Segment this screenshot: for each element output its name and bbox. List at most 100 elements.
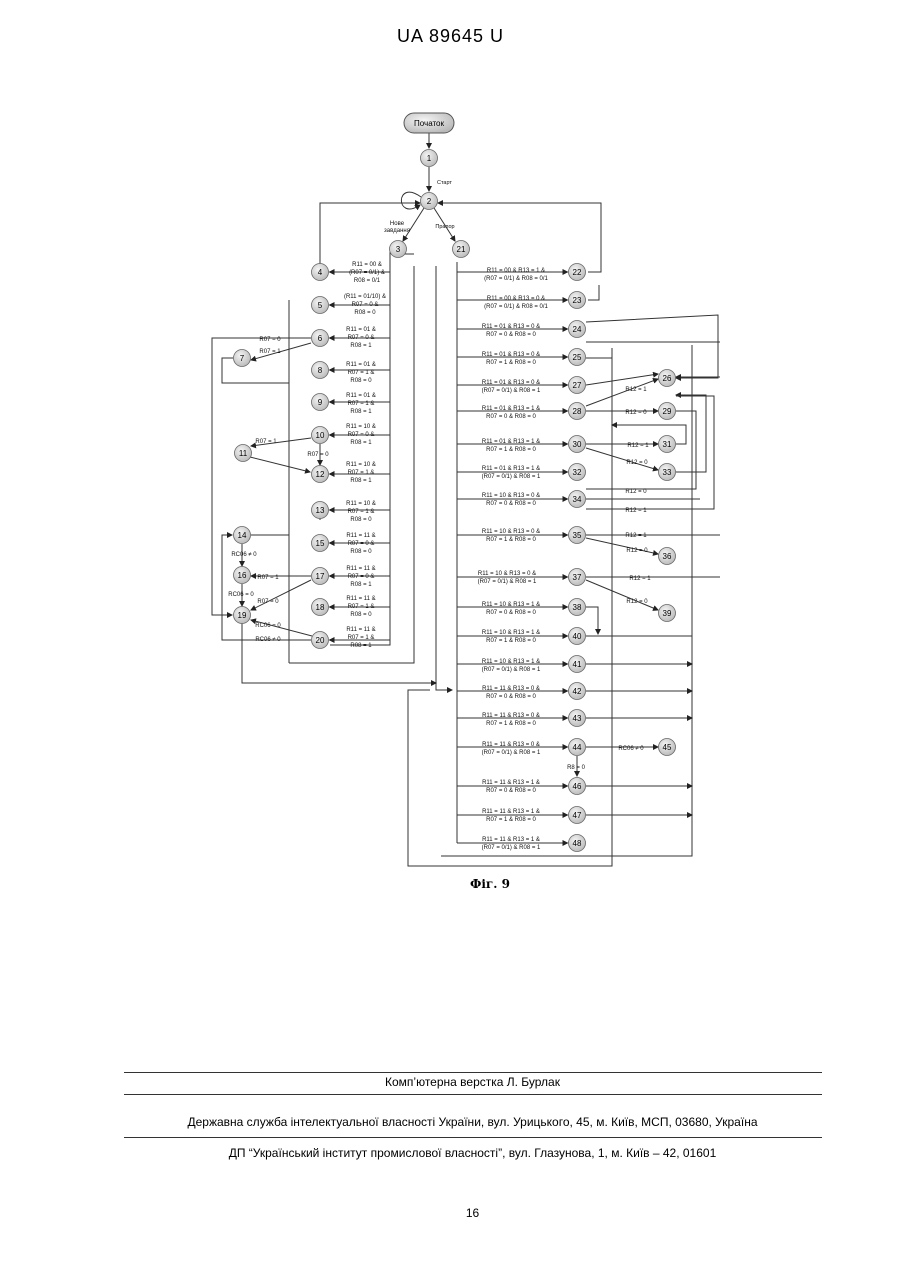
- condition-label: R11 = 11 & R13 = 1 &: [482, 780, 540, 786]
- edge-label: R12 = 0: [625, 489, 647, 495]
- edge-11-12: [250, 457, 310, 472]
- node-label-28: 28: [573, 407, 582, 416]
- condition-label: R07 = 0 & R08 = 0: [486, 414, 536, 420]
- condition-label: R07 = 0 &: [348, 335, 375, 341]
- condition-label: R07 = 1 & R08 = 0: [486, 817, 536, 823]
- condition-label: R07 = 1 &: [348, 401, 375, 407]
- node-label-18: 18: [316, 603, 325, 612]
- node-label-12: 12: [316, 470, 325, 479]
- edge-label: R12 = 1: [625, 387, 647, 393]
- condition-label: R07 = 0 &: [352, 302, 379, 308]
- node-label-11: 11: [239, 449, 248, 458]
- condition-label: R11 = 01 &: [346, 393, 376, 399]
- edge-label: R07 = 0: [257, 599, 279, 605]
- node-label-42: 42: [573, 687, 582, 696]
- condition-label: R07 = 0 &: [348, 574, 375, 580]
- condition-label: R08 = 1: [350, 582, 372, 588]
- footer-rule-bottom: [124, 1137, 822, 1138]
- edge-34-back: [586, 396, 714, 509]
- node-label-47: 47: [573, 811, 582, 820]
- condition-label: (R07 = 0/1) & R08 = 1: [482, 474, 541, 480]
- condition-label: R07 = 1 & R08 = 0: [486, 638, 536, 644]
- node-label-29: 29: [663, 407, 672, 416]
- node-label-3: 3: [396, 245, 401, 254]
- flowchart-diagram: Початок123456789101112131415161718192021…: [190, 105, 720, 875]
- patent-number-header: UA 89645 U: [0, 26, 901, 47]
- condition-label: R11 = 10 & R13 = 1 &: [482, 659, 540, 665]
- edge-30-33: [586, 448, 658, 470]
- condition-label: R11 = 11 & R13 = 0 &: [482, 686, 540, 692]
- condition-label: R11 = 00 & R13 = 1 &: [487, 268, 545, 274]
- edge-label: RC06 = 0: [228, 592, 254, 598]
- condition-label: R11 = 00 & R13 = 0 &: [487, 296, 545, 302]
- edge-label: RC06 ≠ 0: [231, 552, 257, 558]
- edge-label: R12 = 1: [625, 533, 647, 539]
- condition-label: R07 = 1 & R08 = 0: [486, 537, 536, 543]
- condition-label: R07 = 1 & R08 = 0: [486, 721, 536, 727]
- node-label-45: 45: [663, 743, 672, 752]
- self-loop-2: [401, 192, 421, 209]
- edge-22-2: [438, 203, 601, 272]
- node-label-26: 26: [663, 374, 672, 383]
- node-label-5: 5: [318, 301, 323, 310]
- condition-label: R07 = 0 & R08 = 0: [486, 501, 536, 507]
- edge-label-start: Старт: [437, 180, 452, 186]
- condition-label: R11 = 11 &: [346, 533, 375, 539]
- condition-label: R11 = 11 & R13 = 0 &: [482, 713, 540, 719]
- condition-label: (R11 = 01/10) &: [344, 294, 386, 300]
- condition-label: R11 = 10 &: [346, 501, 376, 507]
- edge-2-3: [403, 208, 424, 241]
- condition-label: R11 = 01 & R13 = 1 &: [482, 406, 540, 412]
- node-label-41: 41: [573, 660, 582, 669]
- condition-label: R11 = 11 &: [346, 627, 375, 633]
- edge-label: R12 = 1: [625, 508, 647, 514]
- edge-label: R12 = 0: [626, 460, 648, 466]
- condition-label: R08 = 1: [350, 440, 372, 446]
- edge-24-26: [586, 315, 718, 378]
- condition-label: R11 = 10 & R13 = 1 &: [482, 602, 540, 608]
- edge-label: R12 = 0: [625, 410, 647, 416]
- page-number: 16: [0, 1206, 901, 1220]
- node-label-1: 1: [427, 154, 432, 163]
- node-label-46: 46: [573, 782, 582, 791]
- condition-label: R11 = 01 &: [346, 327, 376, 333]
- edge-label: R07 = 1: [259, 349, 281, 355]
- condition-label: R08 = 1: [350, 343, 372, 349]
- edge-23-up: [588, 285, 599, 300]
- node-label-4: 4: [318, 268, 323, 277]
- node-label-36: 36: [663, 552, 672, 561]
- condition-label: R11 = 10 &: [346, 424, 376, 430]
- condition-label: R07 = 0 & R08 = 0: [486, 332, 536, 338]
- edge-label: R12 = 1: [627, 443, 649, 449]
- node-label-40: 40: [573, 632, 582, 641]
- edge-label-flag: Прапор: [435, 224, 454, 230]
- edge-7-bus: [222, 358, 289, 383]
- node-label-10: 10: [316, 431, 325, 440]
- condition-label: (R07 = 0/1) & R08 = 0/1: [484, 276, 548, 282]
- condition-label: R08 = 1: [350, 409, 372, 415]
- node-label-38: 38: [573, 603, 582, 612]
- node-label-37: 37: [573, 573, 582, 582]
- condition-label: (R07 = 0/1) & R08 = 1: [482, 750, 541, 756]
- right-frame-right-line: [441, 345, 692, 856]
- footer-rule-top: [124, 1072, 822, 1073]
- condition-label: R07 = 0 &: [348, 432, 375, 438]
- condition-label: R07 = 0 & R08 = 0: [486, 788, 536, 794]
- condition-label: (R07 = 0/1) & R08 = 1: [482, 667, 541, 673]
- agency-address: Державна служба інтелектуальної власност…: [0, 1115, 901, 1129]
- condition-label: R07 = 1 & R08 = 0: [486, 360, 536, 366]
- condition-label: R08 = 0/1: [354, 278, 381, 284]
- condition-label: R07 = 1 &: [348, 509, 375, 515]
- node-label-21: 21: [457, 245, 466, 254]
- condition-label: R08 = 0: [350, 517, 372, 523]
- node-label-25: 25: [573, 353, 582, 362]
- edge-label: R07 = 1: [255, 439, 277, 445]
- edge-38-40: [586, 607, 598, 634]
- edge-label: R07 = 0: [259, 337, 281, 343]
- main-feed-line: [436, 266, 452, 690]
- condition-label: R08 = 0: [350, 612, 372, 618]
- edge-label: R12 = 0: [626, 548, 648, 554]
- node-label-24: 24: [573, 325, 582, 334]
- node-label-9: 9: [318, 398, 323, 407]
- edge-label: RC06 ≠ 0: [255, 637, 281, 643]
